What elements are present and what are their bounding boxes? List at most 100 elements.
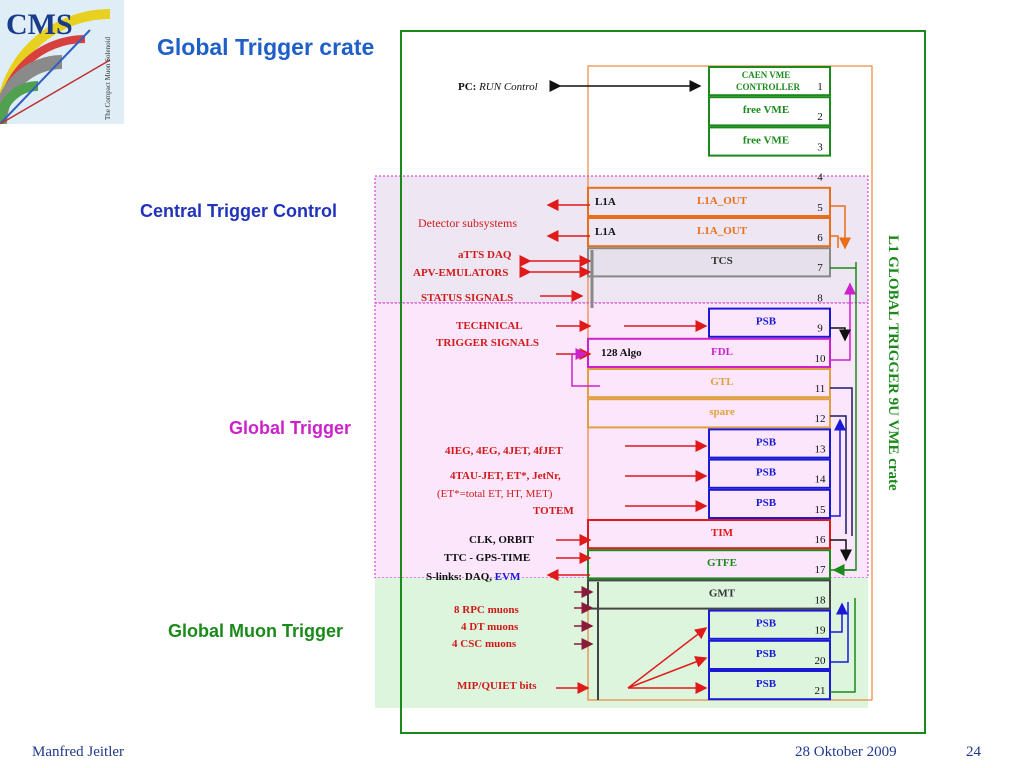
slot-14: PSB 14 <box>708 458 831 489</box>
slot-box <box>587 398 831 429</box>
slot-box <box>708 488 831 519</box>
slinks-label: S-links: DAQ, EVM <box>426 571 521 583</box>
slot-number: 7 <box>817 262 823 274</box>
region-gmt <box>375 578 868 708</box>
slot-number: 14 <box>815 474 827 486</box>
calo-label-2: 4TAU-JET, ET*, JetNr, <box>450 470 561 482</box>
slot-box <box>587 368 831 399</box>
slot-4: 4 <box>817 172 823 184</box>
slot-label: TIM <box>711 527 734 539</box>
slot-label: PSB <box>756 648 777 660</box>
rpc-muons-label: 8 RPC muons <box>454 604 520 616</box>
ttc-gps-label: TTC - GPS-TIME <box>444 552 530 564</box>
slot-3: free VME 3 <box>708 126 831 157</box>
slot-label: PSB <box>756 316 777 328</box>
clk-orbit-label: CLK, ORBIT <box>469 534 534 546</box>
slot-label: GTL <box>710 376 733 388</box>
section-label-gt: Global Trigger <box>229 418 352 438</box>
slot-box <box>708 639 831 670</box>
slot-label: PSB <box>756 618 777 630</box>
slot-label: FDL <box>711 346 733 358</box>
section-label-ctc: Central Trigger Control <box>140 201 338 221</box>
cms-logo: CMS The Compact Muon Solenoid <box>0 0 124 124</box>
slot-13: PSB 13 <box>708 428 831 459</box>
slot-label-line2: CONTROLLER <box>736 82 801 92</box>
slot-number: 19 <box>815 625 827 637</box>
apv-emulators-label: APV-EMULATORS <box>413 267 508 279</box>
slot-8: 8 <box>817 292 823 304</box>
slot-number: 16 <box>815 534 827 546</box>
slot-9: PSB 9 <box>708 307 831 338</box>
calo-label-3: (ET*=total ET, HT, MET) <box>437 488 553 500</box>
slot-label: CAEN VME <box>742 70 791 80</box>
slot-5: L1A_OUT L1A 5 <box>587 186 831 218</box>
slot-1: CAEN VME CONTROLLER 1 <box>708 66 831 97</box>
slot-box <box>708 428 831 459</box>
slot-box <box>708 126 831 157</box>
slot-box <box>587 186 831 218</box>
slot-number: 12 <box>815 413 826 425</box>
slot-label: PSB <box>756 497 777 509</box>
slot-left-label: L1A <box>595 196 616 208</box>
slot-label: TCS <box>711 255 732 267</box>
slot-box <box>708 458 831 489</box>
slot-label: spare <box>709 406 735 418</box>
footer-page-number: 24 <box>966 744 981 760</box>
slot-17: GTFE 17 <box>587 549 831 580</box>
slot-number: 9 <box>817 323 823 335</box>
footer-author: Manfred Jeitler <box>32 744 125 760</box>
technical-label: TECHNICAL <box>456 320 523 332</box>
slot-label: L1A_OUT <box>697 225 748 237</box>
svg-text:The Compact Muon Solenoid: The Compact Muon Solenoid <box>104 36 112 120</box>
slot-number: 18 <box>815 594 827 606</box>
slot-label: free VME <box>743 134 789 146</box>
slot-box <box>708 307 831 338</box>
pc-label: PC: RUN Control <box>458 81 538 93</box>
slot-19: PSB 19 <box>708 609 831 640</box>
slot-label: PSB <box>756 467 777 479</box>
slot-number: 10 <box>815 353 827 365</box>
dt-muons-label: 4 DT muons <box>461 621 519 633</box>
region-gt <box>374 302 869 579</box>
slot-left-label: 128 Algo <box>601 347 642 359</box>
slot-number: 8 <box>817 292 823 304</box>
slot-box <box>708 96 831 127</box>
slot-box <box>587 549 831 580</box>
trigger-signals-label: TRIGGER SIGNALS <box>436 337 539 349</box>
slot-6: L1A_OUT L1A 6 <box>587 217 831 248</box>
slot-number: 2 <box>817 111 823 123</box>
slot-label: PSB <box>756 436 777 448</box>
slot-number: 6 <box>817 232 823 244</box>
crate-label: L1 GLOBAL TRIGGER 9U VME crate <box>885 235 901 491</box>
region-ctc <box>374 175 869 304</box>
slot-15: PSB 15 <box>708 488 831 519</box>
crate-frame <box>400 30 926 734</box>
slot-number: 15 <box>815 504 827 516</box>
slot-label: GTFE <box>707 557 737 569</box>
slot-number: 3 <box>817 141 823 153</box>
slot-box <box>587 247 831 278</box>
slot-label: L1A_OUT <box>697 195 748 207</box>
slot-number: 5 <box>817 202 823 214</box>
slot-7: TCS 7 <box>587 247 831 278</box>
slot-number: 4 <box>817 172 823 184</box>
slot-12: spare 12 <box>587 398 831 429</box>
slot-label: PSB <box>756 678 777 690</box>
slot-left-label: L1A <box>595 226 616 238</box>
slot-box <box>708 609 831 640</box>
slot-2: free VME 2 <box>708 96 831 127</box>
calo-label-1: 4IEG, 4EG, 4JET, 4fJET <box>445 445 563 457</box>
detector-subsystems-label: Detector subsystems <box>418 216 517 230</box>
slot-label: free VME <box>743 104 789 116</box>
slot-number: 13 <box>815 443 827 455</box>
slide-title: Global Trigger crate <box>157 34 375 60</box>
slot-box <box>587 217 831 248</box>
section-label-gmt: Global Muon Trigger <box>168 621 343 641</box>
slot-number: 1 <box>817 81 823 93</box>
slot-label: GMT <box>709 587 736 599</box>
slot-number: 17 <box>815 564 827 576</box>
